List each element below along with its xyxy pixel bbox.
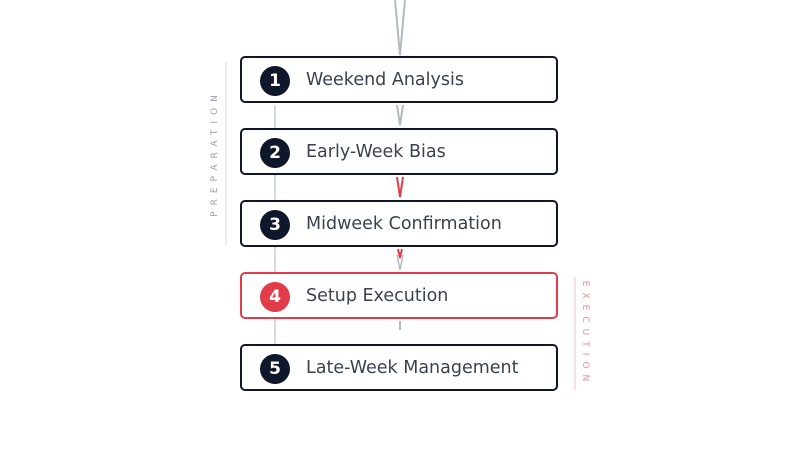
phase-label-execution: EXECUTION — [580, 280, 590, 388]
step-card-weekend-analysis: 1 Weekend Analysis — [240, 56, 558, 103]
step-card-midweek-confirmation: 3 Midweek Confirmation — [240, 200, 558, 247]
step-label: Late-Week Management — [306, 358, 519, 378]
thread-1-2 — [396, 104, 404, 126]
step-card-late-week-management: 5 Late-Week Management — [240, 344, 558, 391]
step-number-badge: 3 — [260, 210, 290, 240]
phase-label-preparation: PREPARATION — [210, 89, 220, 217]
step-card-setup-execution: 4 Setup Execution — [240, 272, 558, 319]
thread-2-3-red — [396, 176, 404, 198]
step-number-badge: 4 — [260, 282, 290, 312]
step-label: Early-Week Bias — [306, 142, 446, 162]
thread-3-4-red — [397, 248, 403, 259]
thread-3-4-gray — [396, 254, 404, 271]
step-number-badge: 5 — [260, 354, 290, 384]
step-label: Weekend Analysis — [306, 70, 464, 90]
step-number-badge: 1 — [260, 66, 290, 96]
step-label: Midweek Confirmation — [306, 214, 502, 234]
step-card-early-week-bias: 2 Early-Week Bias — [240, 128, 558, 175]
step-number-badge: 2 — [260, 138, 290, 168]
thread-top — [394, 0, 406, 56]
step-label: Setup Execution — [306, 286, 449, 306]
